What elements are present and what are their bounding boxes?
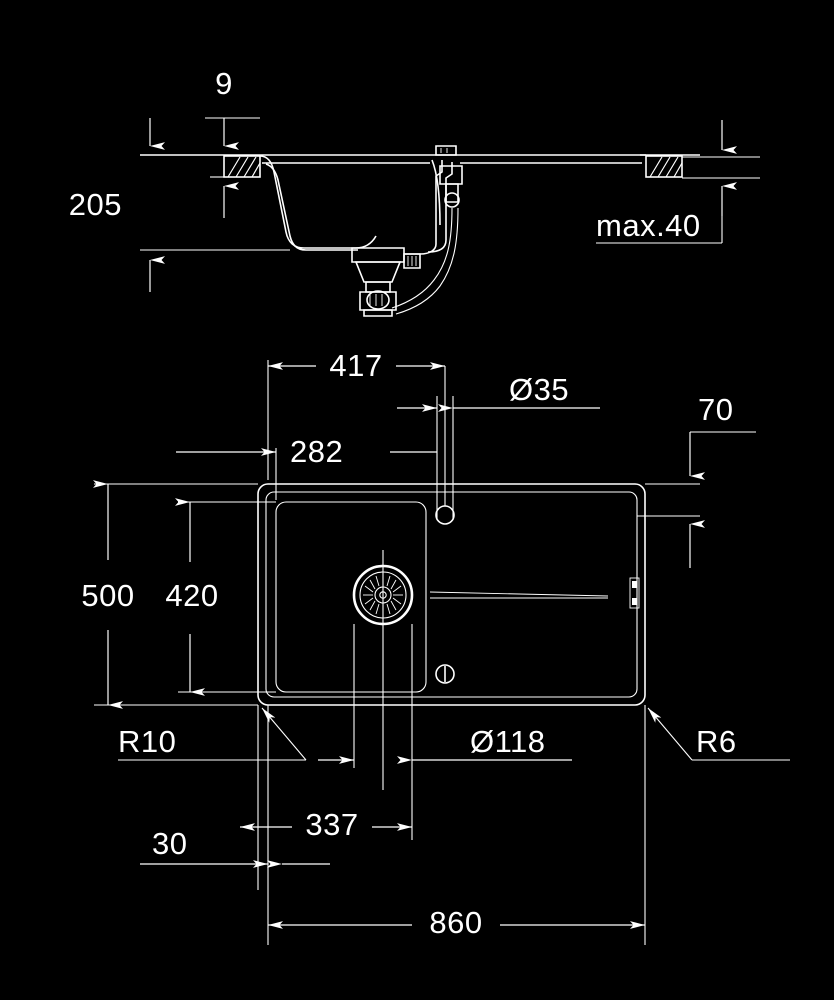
dim-label-r10: R10	[118, 724, 176, 759]
overflow-connector-ribs	[407, 256, 417, 266]
ledge-hatch-left	[223, 155, 261, 178]
dim-label-420: 420	[165, 578, 218, 613]
dim-label-30: 30	[152, 826, 187, 861]
valve-body	[439, 165, 463, 185]
rim-clip-detail	[629, 577, 640, 609]
bowl-right-wall	[431, 159, 441, 226]
dim-label-500: 500	[81, 578, 134, 613]
ledge-hatch-right	[645, 155, 683, 178]
overflow-cap-ribs	[440, 148, 448, 153]
bowl-profile-outer	[259, 155, 377, 249]
dim-label-max40: max.40	[596, 208, 701, 243]
dim-label-r6: R6	[696, 724, 737, 759]
bowl-profile-inner	[265, 163, 358, 251]
overflow-riser	[404, 160, 443, 255]
section-dimensions: 9 205 max.40	[69, 66, 737, 292]
trap-body	[359, 291, 397, 311]
dim-label-70: 70	[698, 392, 733, 427]
dim-label-205: 205	[69, 187, 122, 222]
trap-ribs	[369, 294, 383, 306]
dim-label-337: 337	[305, 807, 358, 842]
remote-waste-cable	[391, 207, 453, 309]
dim-dia118-text-mask	[466, 722, 576, 756]
sink-outer-outline	[257, 483, 646, 706]
drainer-groove-top	[429, 591, 609, 597]
overflow-cap	[435, 145, 457, 156]
overflow-hole	[435, 664, 455, 684]
overflow-connector	[403, 253, 421, 269]
leader-r10-line	[261, 707, 307, 761]
dim-label-282: 282	[290, 434, 343, 469]
dim-label-417-text: 417	[329, 348, 382, 383]
dim-label-860: 860	[429, 905, 482, 940]
tap-hole	[435, 505, 455, 525]
strainer-flange	[351, 247, 405, 263]
waste-overflow-assembly	[351, 145, 463, 317]
plan-view	[257, 483, 646, 706]
trap-bowl	[366, 290, 390, 310]
dim-dia35-text-mask	[505, 372, 601, 406]
dim-label-9: 9	[215, 66, 233, 101]
dim-282-text-mask	[286, 432, 390, 466]
leader-r6-line	[647, 707, 693, 761]
sink-inner-rim-outline	[265, 491, 638, 698]
dim-label-dia118: Ø118	[470, 724, 546, 759]
strainer-cone	[354, 261, 402, 283]
valve-knob	[444, 192, 460, 208]
section-view	[140, 145, 760, 317]
dim-417-text-mask	[316, 352, 396, 382]
dim-label-dia35: Ø35	[509, 372, 569, 407]
plan-dimensions: 417 417 Ø35 282 500 420 70	[81, 348, 790, 945]
bowl-outline	[275, 501, 427, 693]
remote-waste-cable-2	[395, 207, 459, 315]
trap-base	[363, 309, 393, 317]
